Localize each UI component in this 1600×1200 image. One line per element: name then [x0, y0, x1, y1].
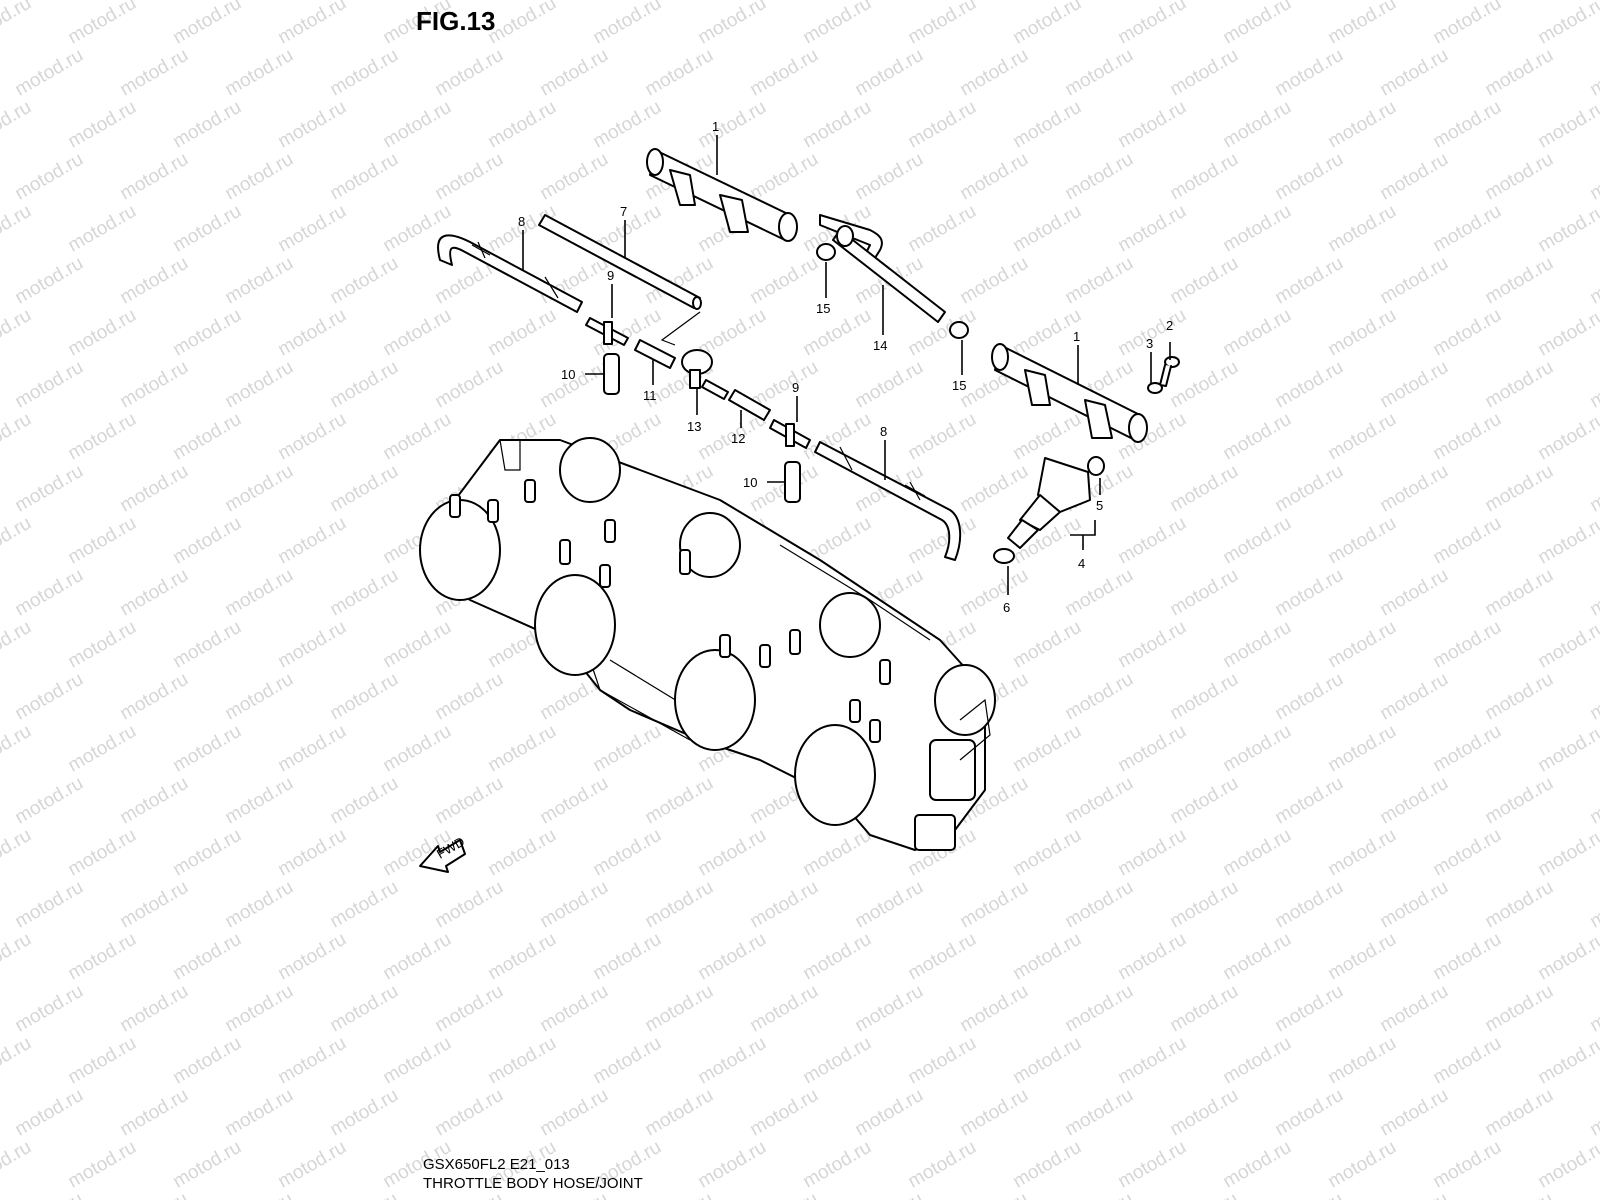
fuel-rail-upper: [646, 148, 798, 242]
joint-9-left: [585, 317, 629, 346]
screw-2: [1159, 356, 1180, 387]
o-ring-15-lower: [949, 321, 969, 339]
callout-10: 10: [561, 367, 575, 382]
callout-7: 7: [620, 204, 627, 219]
forward-arrow-icon: FWD: [419, 834, 467, 873]
hose-10-lower: [784, 461, 801, 503]
hose-8-lower: [814, 441, 962, 561]
callout-8: 8: [518, 214, 525, 229]
callout-15: 15: [952, 378, 966, 393]
o-ring-15-upper: [816, 243, 836, 261]
fuel-rail-lower: [991, 343, 1148, 443]
callout-12: 12: [731, 431, 745, 446]
figure-caption: THROTTLE BODY HOSE/JOINT: [423, 1175, 643, 1192]
throttle-body-assembly: [419, 437, 996, 851]
o-ring-5: [1087, 456, 1105, 476]
callout-3: 3: [1146, 336, 1153, 351]
hose-8-upper: [437, 234, 583, 313]
injector-4: [1007, 457, 1091, 549]
callout-6: 6: [1003, 600, 1010, 615]
o-ring-6: [993, 548, 1015, 564]
hose-10-upper: [603, 353, 620, 395]
callout-8: 8: [880, 424, 887, 439]
callout-10: 10: [743, 475, 757, 490]
leader-lines: [522, 135, 1171, 595]
callout-1: 1: [712, 119, 719, 134]
callout-14: 14: [873, 338, 887, 353]
hose-7: [538, 214, 702, 310]
joint-13: [681, 349, 729, 400]
callout-9: 9: [792, 380, 799, 395]
joint-9-right: [769, 419, 811, 449]
callout-9: 9: [607, 268, 614, 283]
callout-4: 4: [1078, 556, 1085, 571]
washer-3: [1147, 382, 1163, 394]
pipe-14: [819, 214, 946, 323]
callout-2: 2: [1166, 318, 1173, 333]
callout-15: 15: [816, 301, 830, 316]
caption-block: GSX650FL2 E21_013 THROTTLE BODY HOSE/JOI…: [423, 1155, 643, 1193]
callout-13: 13: [687, 419, 701, 434]
hose-11: [634, 339, 676, 369]
hose-12: [728, 389, 771, 421]
callout-5: 5: [1096, 498, 1103, 513]
callout-11: 11: [643, 388, 657, 403]
model-code: GSX650FL2 E21_013: [423, 1156, 570, 1173]
figure-title: FIG.13: [416, 6, 496, 36]
callout-1: 1: [1073, 329, 1080, 344]
callouts: 1 1 2 3 4 5 6 7 8 8 9 9 10 10 11 12 13 1…: [518, 119, 1173, 615]
